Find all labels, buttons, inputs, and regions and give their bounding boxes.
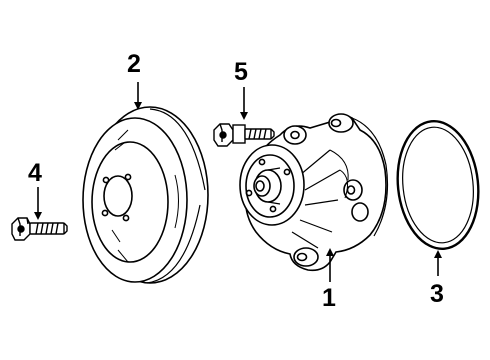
pump-flange-holes [245, 158, 291, 213]
callout-4: 4 [28, 159, 42, 187]
gasket [396, 120, 480, 250]
pulley [82, 106, 209, 284]
callout-5: 5 [234, 58, 248, 86]
pulley-bolt-holes [101, 173, 132, 222]
leader-arrows [34, 82, 442, 282]
water-pump [239, 113, 389, 272]
callout-2: 2 [127, 50, 141, 78]
pump-bolt [213, 123, 275, 147]
callout-3: 3 [430, 280, 444, 308]
callout-1: 1 [322, 284, 336, 312]
pulley-bolt [11, 217, 68, 241]
